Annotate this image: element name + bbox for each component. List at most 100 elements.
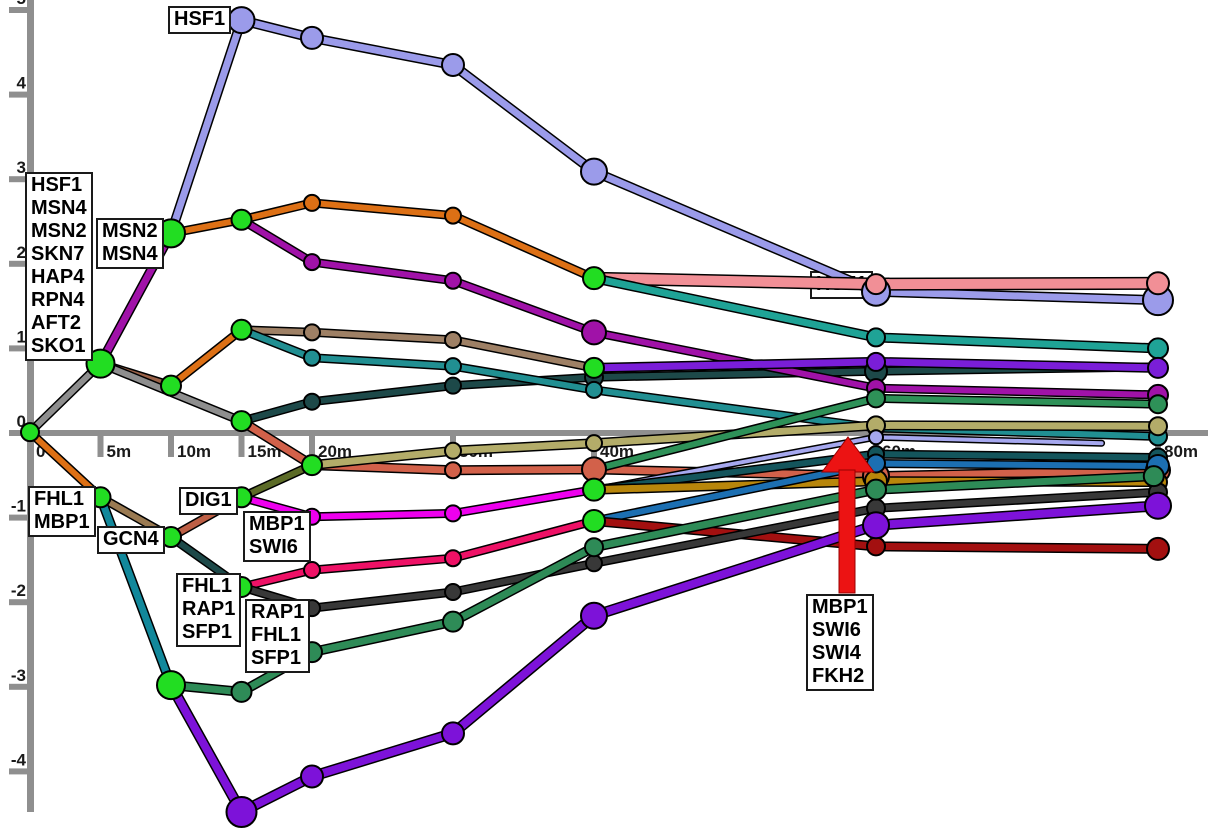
y-tick-label: 4 xyxy=(17,74,27,93)
tf-label-gcn4[interactable]: GCN4 xyxy=(97,526,165,554)
data-point-purple-bottom xyxy=(1144,491,1172,520)
tf-label-hsf1-peak[interactable]: HSF1 xyxy=(168,6,232,34)
y-tick xyxy=(9,683,31,690)
data-point-purple-bottom xyxy=(862,511,890,540)
x-tick xyxy=(168,433,174,457)
data-point-lightsea xyxy=(866,327,886,348)
data-point-blueviolet-mid xyxy=(866,351,886,372)
y-tick-label: -2 xyxy=(11,581,26,600)
data-point-magenta-high xyxy=(444,271,462,290)
tf-label-mbp1-swi6[interactable]: MBP1 SWI6 xyxy=(243,511,311,562)
split-node[interactable] xyxy=(156,670,186,701)
data-point-deeppink xyxy=(444,549,462,568)
y-tick-label: 0 xyxy=(17,412,26,431)
data-point-tan-mid xyxy=(444,330,462,349)
x-tick xyxy=(97,433,104,457)
path-line-magenta-bright xyxy=(238,486,597,520)
y-tick-label: -3 xyxy=(11,666,26,685)
data-point-orange-high xyxy=(444,206,462,225)
data-point-magenta-high xyxy=(581,319,607,346)
tf-label-msn2-msn4[interactable]: MSN2 MSN4 xyxy=(96,218,164,269)
split-node[interactable] xyxy=(85,348,116,379)
y-tick xyxy=(9,768,31,775)
data-point-periwinkle-thin xyxy=(868,429,884,446)
split-node[interactable] xyxy=(230,318,253,341)
data-point-hsf1-periwinkle xyxy=(441,52,465,77)
y-tick-label: -1 xyxy=(11,497,26,516)
y-tick-label: 2 xyxy=(17,243,26,262)
data-point-darkgray xyxy=(444,583,462,602)
y-tick-label: 1 xyxy=(17,327,26,346)
path-line-tan-mid xyxy=(238,326,597,371)
data-point-purple-bottom xyxy=(580,601,608,630)
path-line-root-up-gray xyxy=(27,360,104,436)
path-line-salmon-low xyxy=(238,417,1162,480)
data-point-hsf1-periwinkle xyxy=(300,25,324,50)
data-point-seagreen-main xyxy=(584,537,604,558)
annotation-arrow-shaft xyxy=(838,469,856,594)
data-point-seagreen-upper xyxy=(866,388,886,409)
data-point-salmon-top xyxy=(865,273,887,296)
data-point-seagreen-main xyxy=(230,680,253,703)
y-tick xyxy=(9,176,31,183)
tf-label-start-tfs[interactable]: HSF1 MSN4 MSN2 SKN7 HAP4 RPN4 AFT2 SKO1 xyxy=(25,172,93,361)
split-node[interactable] xyxy=(230,208,253,231)
data-point-magenta-high xyxy=(303,253,321,272)
x-tick-label: 0 xyxy=(36,442,45,461)
data-point-khaki xyxy=(1148,416,1168,437)
tf-label-fhl1-mbp1[interactable]: FHL1 MBP1 xyxy=(28,486,96,537)
y-tick xyxy=(9,260,31,267)
data-point-blueviolet-mid xyxy=(1147,356,1169,379)
data-point-tan-mid xyxy=(303,323,321,342)
path-line-dig1-to-n9-olive xyxy=(238,462,315,501)
data-point-hsf1-periwinkle xyxy=(580,157,608,186)
split-node[interactable] xyxy=(582,508,606,533)
data-point-darkred xyxy=(1146,536,1170,561)
split-node[interactable] xyxy=(583,356,605,379)
data-point-darkslate-mid xyxy=(303,392,321,411)
x-axis-line xyxy=(27,430,1208,436)
y-axis-line xyxy=(27,0,34,812)
data-point-lightsea xyxy=(1147,337,1169,360)
y-tick-label: -4 xyxy=(11,750,27,769)
tf-label-rap1-fhl1-sfp1[interactable]: RAP1 FHL1 SFP1 xyxy=(245,599,311,673)
data-point-teal-mid xyxy=(303,348,321,367)
y-tick xyxy=(9,7,31,13)
data-point-seagreen-main xyxy=(865,478,887,501)
data-point-purple-bottom xyxy=(300,764,324,789)
tf-label-fhl1-rap1-sfp1[interactable]: FHL1 RAP1 SFP1 xyxy=(176,573,242,647)
data-point-teal-mid xyxy=(585,380,603,399)
y-tick xyxy=(9,514,31,521)
x-tick xyxy=(27,433,33,457)
y-tick-label: 5 xyxy=(17,0,26,8)
split-node[interactable] xyxy=(582,477,606,502)
y-tick xyxy=(9,599,31,606)
split-node[interactable] xyxy=(301,454,323,477)
split-node[interactable] xyxy=(160,374,182,397)
x-tick xyxy=(238,433,245,457)
x-tick-label: 80m xyxy=(1164,442,1198,461)
y-tick-label: 3 xyxy=(17,158,26,177)
data-point-darkslate-mid xyxy=(444,376,462,395)
data-point-hsf1-periwinkle xyxy=(227,6,256,35)
tf-label-dig1[interactable]: DIG1 xyxy=(179,487,238,515)
split-node[interactable] xyxy=(20,422,40,443)
split-node[interactable] xyxy=(582,266,606,291)
x-tick-label: 15m xyxy=(248,442,282,461)
data-point-salmon-low xyxy=(444,461,462,480)
path-line-magenta-high xyxy=(238,216,1161,398)
data-point-purple-bottom xyxy=(225,796,258,829)
data-point-khaki xyxy=(444,441,462,460)
y-tick xyxy=(9,91,31,98)
y-tick xyxy=(9,430,31,436)
split-node[interactable] xyxy=(230,410,253,433)
data-point-darkgray xyxy=(585,554,603,573)
path-line-n4-to-n7-orange xyxy=(168,326,245,389)
data-point-teal-mid xyxy=(444,357,462,376)
path-line-deeppink xyxy=(238,518,597,590)
tf-label-mbp1-swi6-swi4-fkh2[interactable]: MBP1 SWI6 SWI4 FKH2 xyxy=(806,594,874,691)
x-tick-label: 20m xyxy=(318,442,352,461)
data-point-seagreen-main xyxy=(1142,465,1165,488)
